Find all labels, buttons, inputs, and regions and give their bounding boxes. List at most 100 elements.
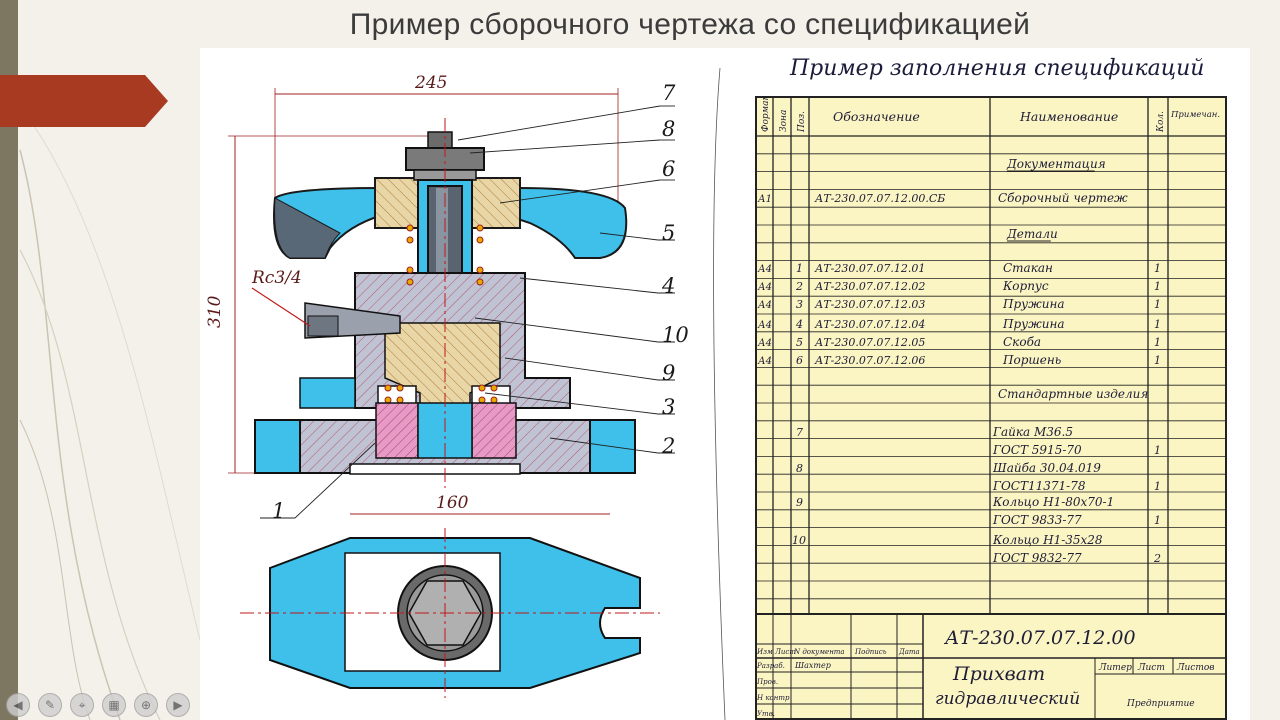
row-qty: 1 [1154, 444, 1161, 457]
spec-row: А4 3 АТ-230.07.07.12.03 Пружина 1 [757, 297, 1161, 311]
stamp-col-label: Изм [756, 648, 773, 656]
stamp-code: АТ-230.07.07.12.00 [943, 627, 1136, 649]
row-pos: 10 [792, 534, 806, 547]
row-name: Поршень [1002, 353, 1061, 367]
row-pos: 3 [796, 298, 803, 311]
callout-6: 6 [662, 157, 675, 181]
stamp-lit: Литер [1098, 663, 1132, 673]
spec-row: 7 Гайка М36.5 [796, 425, 1073, 439]
row-name: ГОСТ 5915-70 [992, 443, 1082, 457]
slideshow-controls: ◀ ✎ ⌖ ▦ ⊕ ▶ [0, 690, 221, 720]
header-pos: Поз. [797, 111, 807, 133]
row-format: А4 [757, 264, 772, 275]
row-name: Скоба [1003, 335, 1041, 349]
stamp-row-label: Пров. [756, 678, 778, 686]
row-name: Корпус [1002, 279, 1049, 293]
row-designation: АТ-230.07.07.12.01 [814, 262, 925, 275]
dim-top: 245 [414, 73, 447, 93]
row-qty: 1 [1154, 280, 1161, 293]
row-name: Пружина [1002, 297, 1065, 311]
zoom-icon[interactable]: ⊕ [134, 693, 158, 717]
callout-8: 8 [662, 117, 675, 141]
spec-row: А4 4 АТ-230.07.07.12.04 Пружина 1 [757, 317, 1161, 331]
prev-icon[interactable]: ◀ [6, 693, 30, 717]
row-name: Гайка М36.5 [992, 425, 1073, 439]
header-format: Формат [761, 96, 771, 132]
row-qty: 1 [1154, 480, 1161, 493]
stamp-row-label: Утв. [757, 710, 775, 718]
row-pos: 5 [796, 336, 803, 349]
row-pos: 2 [795, 280, 803, 293]
row-pos: 6 [796, 354, 803, 367]
row-qty: 1 [1154, 354, 1161, 367]
callout-3: 3 [662, 395, 675, 419]
row-pos: 4 [795, 318, 803, 331]
spec-row: ГОСТ 9832-77 2 [992, 551, 1161, 565]
row-name: ГОСТ11371-78 [992, 479, 1086, 493]
row-qty: 1 [1154, 298, 1161, 311]
row-pos: 7 [796, 426, 803, 439]
row-format: А4 [757, 282, 772, 293]
spec-row: Детали [1006, 227, 1058, 242]
stamp-col-label: Подпись [854, 648, 887, 656]
spec-row: А1 АТ-230.07.07.12.00.СБ Сборочный чертеж [757, 191, 1128, 205]
row-name: Стакан [1003, 261, 1053, 275]
header-qty: Кол. [1156, 111, 1166, 133]
row-format: А4 [757, 300, 772, 311]
row-format: А1 [757, 194, 772, 205]
row-format: А4 [757, 320, 772, 331]
callout-7: 7 [662, 81, 676, 105]
dim-left: 310 [205, 295, 225, 328]
spec-row: Документация [1006, 157, 1106, 172]
row-designation: АТ-230.07.07.12.00.СБ [814, 192, 945, 205]
slides-icon[interactable]: ▦ [102, 693, 126, 717]
row-pos: 1 [796, 262, 803, 275]
row-name: Детали [1006, 227, 1058, 241]
spec-row: ГОСТ 9833-77 1 [992, 513, 1161, 527]
spec-row: А4 2 АТ-230.07.07.12.02 Корпус 1 [757, 279, 1161, 293]
next-icon[interactable]: ▶ [166, 693, 190, 717]
spec-row: 10 Кольцо Н1-35х28 [792, 533, 1103, 547]
row-name: ГОСТ 9832-77 [992, 551, 1082, 565]
stamp-sheet: Лист [1137, 663, 1165, 673]
stamp-col-label: Лист [774, 648, 796, 656]
row-format: А4 [757, 338, 772, 349]
thread-label: Rc3/4 [251, 268, 302, 288]
title-marker [0, 75, 168, 127]
row-qty: 2 [1153, 552, 1161, 565]
header-name: Наименование [1019, 109, 1118, 124]
callout-5: 5 [662, 221, 675, 245]
row-qty: 1 [1154, 336, 1161, 349]
row-designation: АТ-230.07.07.12.03 [814, 298, 925, 311]
row-qty: 1 [1154, 318, 1161, 331]
pointer-icon[interactable]: ⌖ [70, 693, 94, 717]
callout-10: 10 [662, 323, 689, 347]
row-pos: 9 [796, 496, 803, 509]
stamp-developer: Шахтер [794, 661, 831, 670]
pen-icon[interactable]: ✎ [38, 693, 62, 717]
row-designation: АТ-230.07.07.12.04 [814, 318, 925, 331]
header-zone: Зона [779, 110, 789, 132]
stamp-org: Предприятие [1126, 699, 1195, 709]
row-name: ГОСТ 9833-77 [992, 513, 1082, 527]
stamp-name-1: Прихват [952, 663, 1045, 685]
callout-2: 2 [661, 434, 675, 458]
callout-4: 4 [661, 274, 675, 298]
row-name: Кольцо Н1-80х70-1 [992, 495, 1114, 509]
decor-curves [19, 119, 200, 720]
row-name: Сборочный чертеж [998, 191, 1128, 205]
stamp-name-2: гидравлический [935, 689, 1080, 709]
row-name: Пружина [1002, 317, 1065, 331]
row-designation: АТ-230.07.07.12.02 [814, 280, 925, 293]
row-qty: 1 [1154, 514, 1161, 527]
header-note: Примечан. [1170, 110, 1220, 120]
row-name: Стандартные изделия [998, 387, 1148, 401]
row-name: Кольцо Н1-35х28 [992, 533, 1103, 547]
row-format: А4 [757, 356, 772, 367]
stamp-row-label: Н контр [756, 694, 790, 702]
